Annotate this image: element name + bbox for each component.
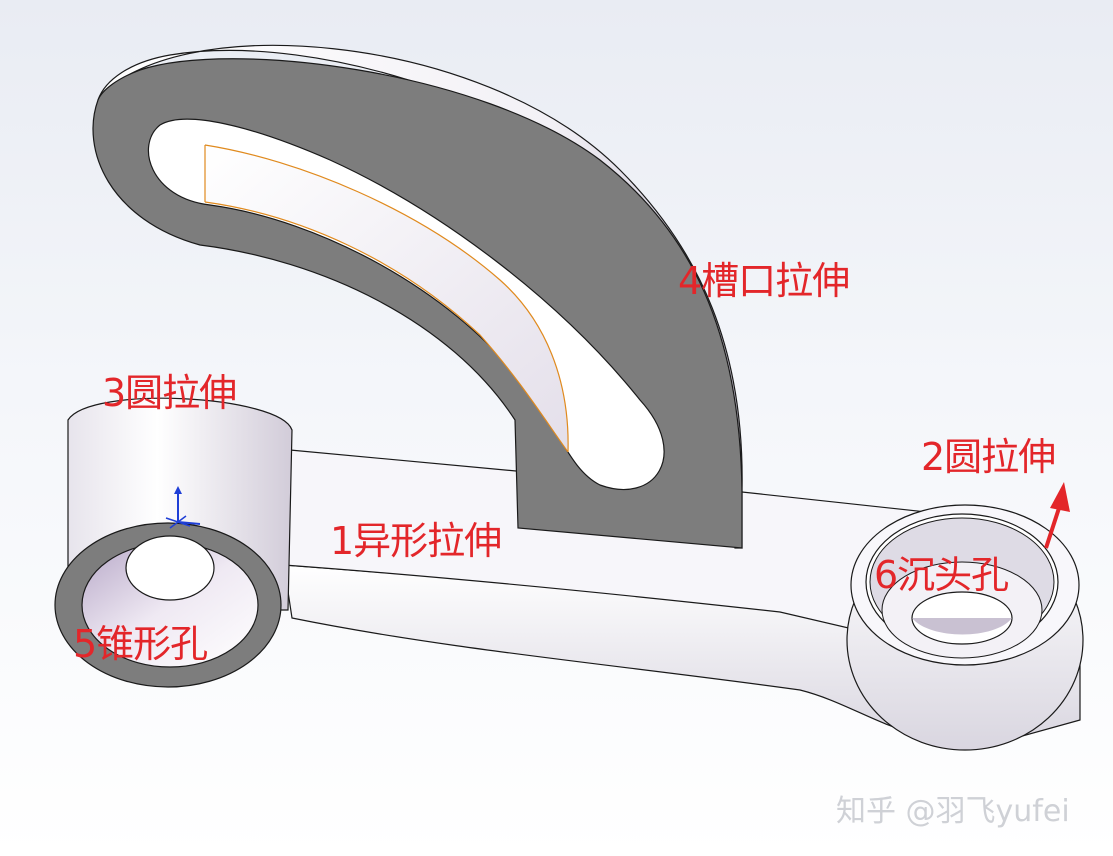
label-feature-2: 2圆拉伸 bbox=[921, 435, 1056, 479]
coordinate-triad-icon bbox=[165, 486, 201, 529]
label-feature-6: 6沉头孔 bbox=[874, 553, 1009, 597]
label-feature-5: 5锥形孔 bbox=[73, 622, 208, 666]
tapered-hole-inner bbox=[125, 535, 215, 601]
watermark: 知乎 @羽飞yufei bbox=[836, 794, 1070, 829]
red-up-arrow-icon bbox=[1044, 482, 1070, 549]
label-feature-1: 1异形拉伸 bbox=[330, 519, 502, 563]
label-feature-4: 4槽口拉伸 bbox=[678, 259, 850, 303]
slot-highlight-edge bbox=[204, 144, 569, 453]
label-feature-3: 3圆拉伸 bbox=[102, 371, 237, 415]
slot-inner-wall bbox=[205, 145, 569, 452]
